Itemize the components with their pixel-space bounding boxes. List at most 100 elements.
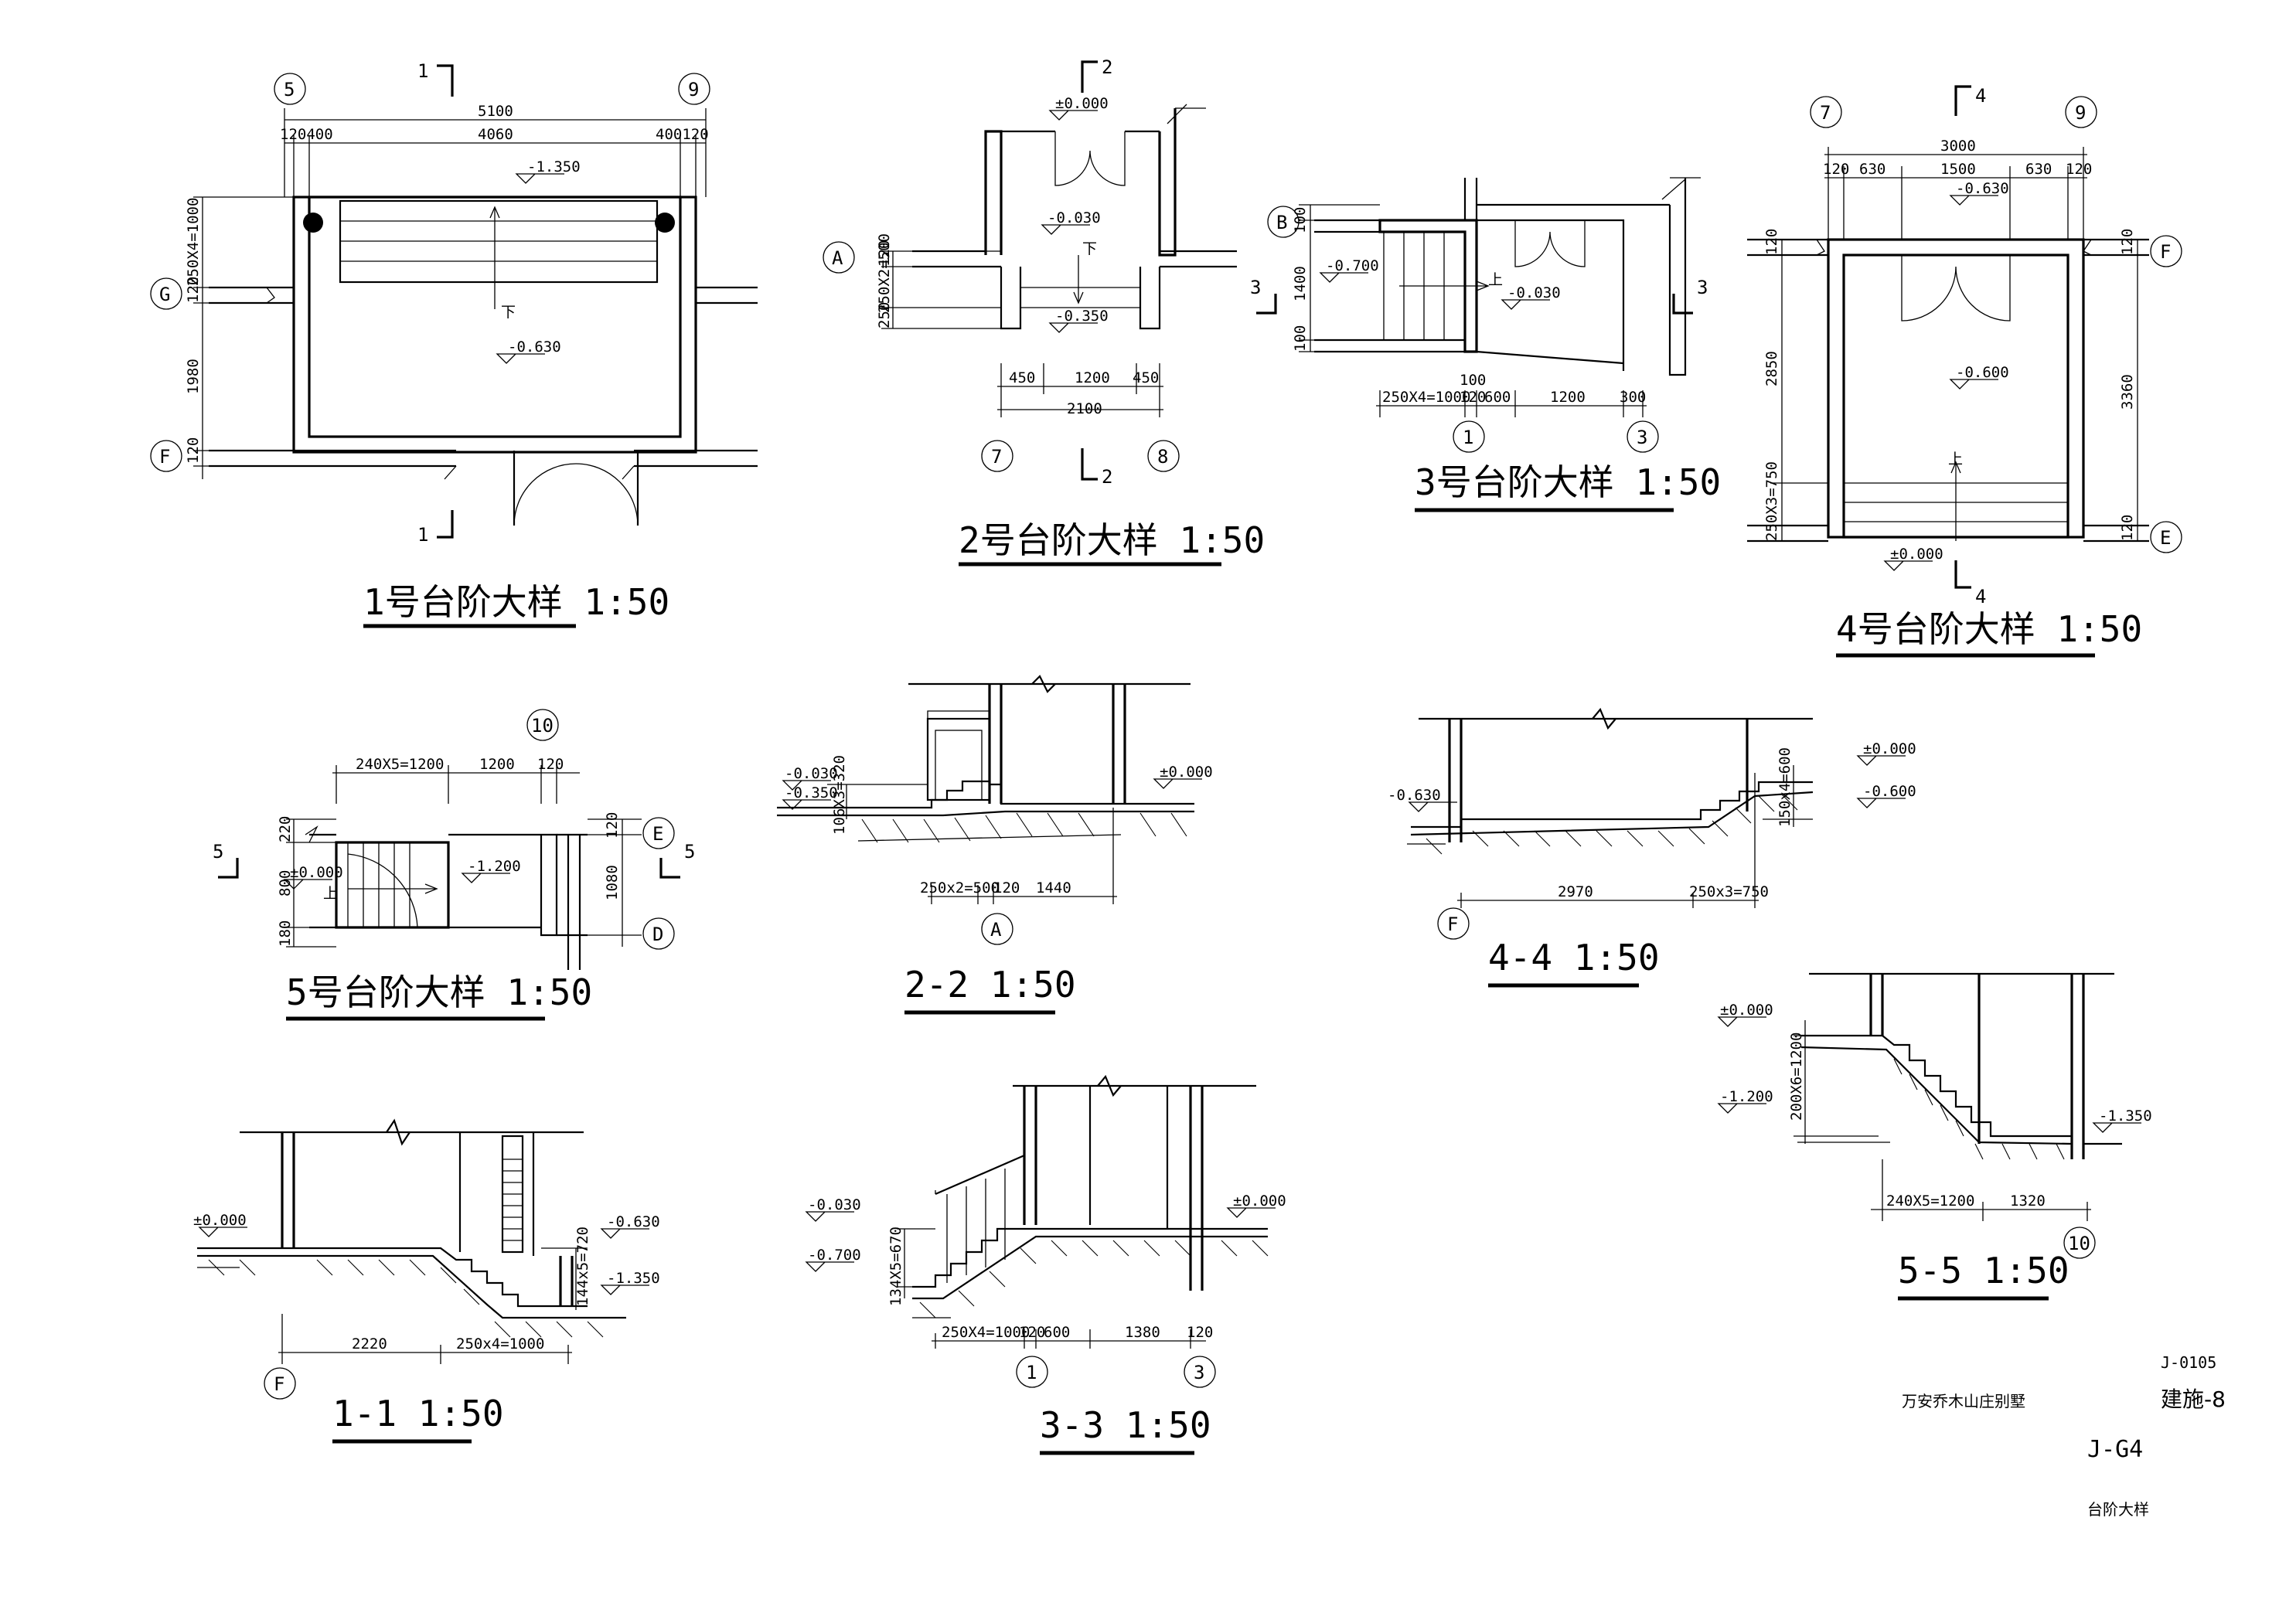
level-mark: -0.630 [1956, 180, 2009, 197]
level-mark: -0.030 [1507, 284, 1561, 301]
dim: 600 [1044, 1324, 1070, 1341]
dim: 2850 [1763, 351, 1780, 386]
dim: 4060 [478, 126, 513, 143]
dim: 240X5=1200 [1886, 1193, 1974, 1210]
arrow-label: 上 [1488, 271, 1503, 288]
plan-2: 450 1200 450 2100 120 250X2=500 250 ±0.0… [823, 56, 1265, 567]
axis-bubble-9: 9 [688, 79, 699, 100]
section-4-4: 2970 250x3=750 150x4=600 -0.630 ±0.000 -… [1388, 707, 1916, 988]
dim: 800 [277, 870, 294, 897]
cut-mark-3: 3 [1697, 277, 1708, 298]
level-mark: -1.350 [527, 158, 581, 175]
dim: 120 [185, 437, 202, 464]
axis-bubble-D: D [652, 924, 663, 945]
plan-4: 3000 120 630 1500 630 120 120 2850 250X3… [1747, 85, 2182, 658]
dim: 2970 [1558, 883, 1593, 900]
drawing-title: 1-1 1:50 [332, 1393, 504, 1434]
section-1-1: 2220 250x4=1000 144x5=720 ±0.000 -0.630 … [193, 1118, 660, 1444]
level-mark: -0.630 [607, 1213, 660, 1230]
axis-bubble-7: 7 [991, 446, 1002, 468]
dim: 120 [1823, 161, 1849, 178]
dim: 1400 [1292, 266, 1309, 301]
dim: 250X4=1000 [185, 198, 202, 286]
sheet-number: 建施-8 [2161, 1387, 2226, 1412]
drawing-title: 2号台阶大样 1:50 [959, 519, 1265, 561]
dim: 250X3=750 [1763, 461, 1780, 541]
dim: 1320 [2010, 1193, 2046, 1210]
axis-bubble-1: 1 [1463, 427, 1473, 448]
dim: 450 [1009, 369, 1035, 386]
cut-mark-1: 1 [417, 524, 428, 546]
axis-bubble-3: 3 [1194, 1362, 1204, 1383]
dim: 400120 [656, 126, 709, 143]
dim: 180 [277, 920, 294, 947]
arrow-label: 上 [323, 885, 338, 902]
level-mark: -0.030 [1048, 209, 1101, 226]
axis-bubble-3: 3 [1637, 427, 1647, 448]
level-mark: ±0.000 [1055, 95, 1109, 112]
dim: 120400 [280, 126, 333, 143]
level-mark: -1.200 [468, 858, 521, 875]
plan-1: 5100 120400 4060 400120 250X4=1000 120 1… [150, 60, 758, 628]
dim: 2100 [1067, 400, 1102, 417]
axis-bubble-F: F [274, 1373, 284, 1395]
arrow-label: 上 [1948, 451, 1963, 468]
axis-bubble-E: E [652, 823, 663, 845]
dim: 2220 [352, 1335, 387, 1352]
dim: 1080 [604, 865, 621, 900]
drawing-title: 3号台阶大样 1:50 [1415, 461, 1721, 503]
dim: 1440 [1036, 880, 1071, 897]
plan-5: 240X5=1200 1200 120 220 800 180 120 1080… [213, 709, 695, 1021]
axis-bubble-F: F [159, 446, 170, 468]
dim: 120 [1460, 389, 1486, 406]
dim: 1500 [1940, 161, 1976, 178]
dim: 120 [1019, 1324, 1045, 1341]
axis-bubble-B: B [1276, 212, 1287, 233]
axis-bubble-9: 9 [2075, 102, 2086, 124]
drawing-title: 2-2 1:50 [904, 964, 1076, 1005]
dim: 250X4=1000 [1382, 389, 1470, 406]
level-mark: -0.030 [808, 1196, 861, 1213]
dim: 450 [1133, 369, 1159, 386]
dim: 100 [1292, 325, 1309, 352]
section-5-5: 240X5=1200 1320 200X6=1200 ±0.000 -1.200… [1717, 972, 2152, 1301]
level-mark: ±0.000 [1160, 764, 1213, 781]
cut-mark-5: 5 [684, 841, 695, 863]
project-name: 万安乔木山庄别墅 [1902, 1392, 2025, 1410]
cut-mark-5: 5 [213, 841, 223, 863]
level-mark: ±0.000 [290, 864, 343, 881]
dim: 1200 [1550, 389, 1586, 406]
cut-mark-2: 2 [1102, 466, 1112, 488]
level-mark: -0.600 [1956, 364, 2009, 381]
level-mark: ±0.000 [1863, 740, 1916, 757]
dim: 250 [876, 302, 893, 328]
dim: 250X4=1000 [942, 1324, 1030, 1341]
drawing-title: 5号台阶大样 1:50 [286, 971, 592, 1013]
level-mark: -0.630 [508, 339, 561, 356]
section-2-2: 106X3=320 250x2=500 120 1440 -0.030 -0.3… [777, 675, 1213, 1015]
dim: 630 [1859, 161, 1886, 178]
drawing-name: 台阶大样 [2087, 1500, 2149, 1519]
dim: 1380 [1125, 1324, 1160, 1341]
level-mark: -0.030 [785, 765, 838, 782]
cut-mark-4: 4 [1975, 85, 1986, 107]
drawing-title: 3-3 1:50 [1040, 1404, 1211, 1446]
level-mark: -0.350 [785, 784, 838, 801]
level-mark: ±0.000 [1233, 1193, 1286, 1210]
drawing-title: 4-4 1:50 [1488, 937, 1660, 978]
axis-bubble-10: 10 [531, 715, 554, 737]
dim: 120 [537, 756, 564, 773]
section-3-3: 250X4=1000 120 600 1380 120 134X5=670 -0… [805, 1074, 1286, 1455]
level-mark: ±0.000 [1890, 546, 1943, 563]
axis-bubble-1: 1 [1026, 1362, 1037, 1383]
axis-bubble-F: F [1447, 914, 1458, 935]
drawing-number: J-G4 [2087, 1436, 2143, 1463]
axis-bubble-A: A [832, 247, 843, 269]
level-mark: -1.200 [1720, 1088, 1773, 1105]
axis-bubble-E: E [2160, 527, 2171, 549]
dim: 630 [2025, 161, 2052, 178]
dim: 5100 [478, 103, 513, 120]
level-mark: -0.350 [1055, 308, 1109, 325]
dim: 120 [185, 277, 202, 303]
